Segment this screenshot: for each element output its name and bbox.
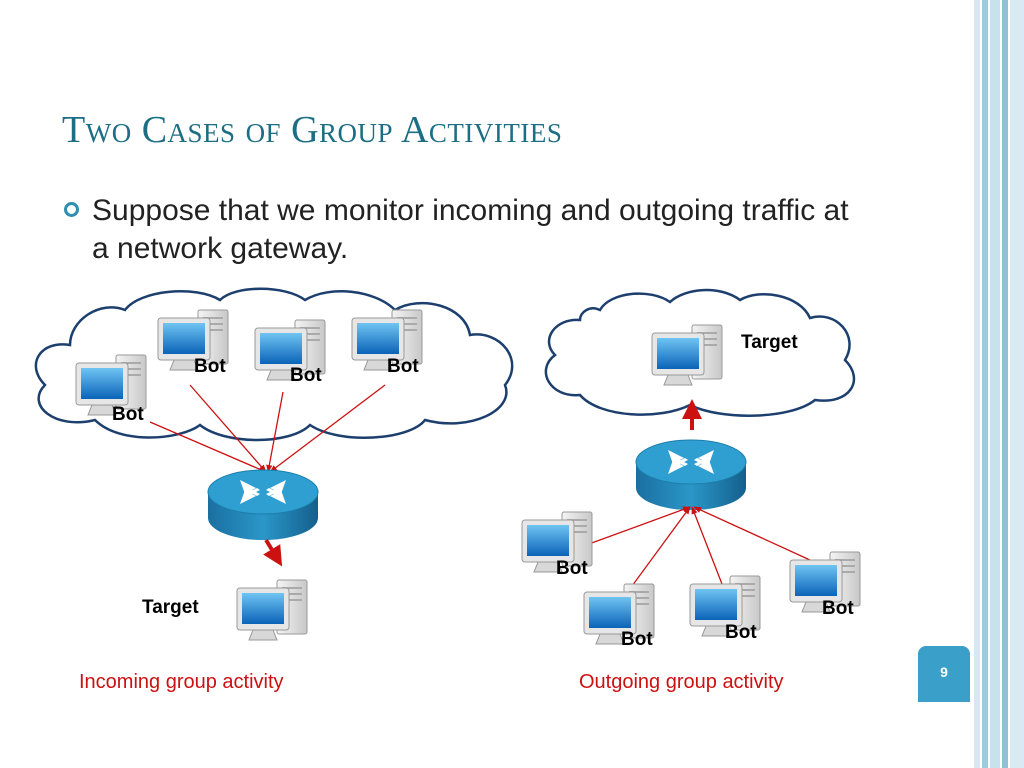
outgoing-arrows bbox=[577, 506, 811, 587]
incoming-caption: Incoming group activity bbox=[79, 671, 284, 693]
page-number: 9 bbox=[940, 664, 948, 680]
side-stripes bbox=[974, 0, 1024, 768]
bot-label: Bot bbox=[290, 365, 322, 386]
target-computer bbox=[236, 579, 308, 641]
target-label: Target bbox=[142, 597, 199, 618]
gateway-router bbox=[207, 469, 319, 541]
bot-label: Bot bbox=[194, 356, 226, 377]
slide-title: Two Cases of Group Activities bbox=[62, 109, 563, 151]
gateway-router bbox=[635, 439, 747, 511]
target-label: Target bbox=[741, 332, 798, 353]
bot-label: Bot bbox=[112, 404, 144, 425]
incoming-arrows bbox=[149, 384, 386, 473]
bullet-icon bbox=[64, 202, 79, 217]
bullet-text: Suppose that we monitor incoming and out… bbox=[92, 194, 849, 265]
outgoing-caption: Outgoing group activity bbox=[579, 671, 784, 693]
bot-label: Bot bbox=[387, 356, 419, 377]
bot-label: Bot bbox=[725, 622, 757, 643]
bot-label: Bot bbox=[556, 558, 588, 579]
bot-label: Bot bbox=[822, 598, 854, 619]
bot-label: Bot bbox=[621, 629, 653, 650]
target-arrow bbox=[263, 538, 283, 567]
page-number-badge: 9 bbox=[918, 646, 970, 702]
